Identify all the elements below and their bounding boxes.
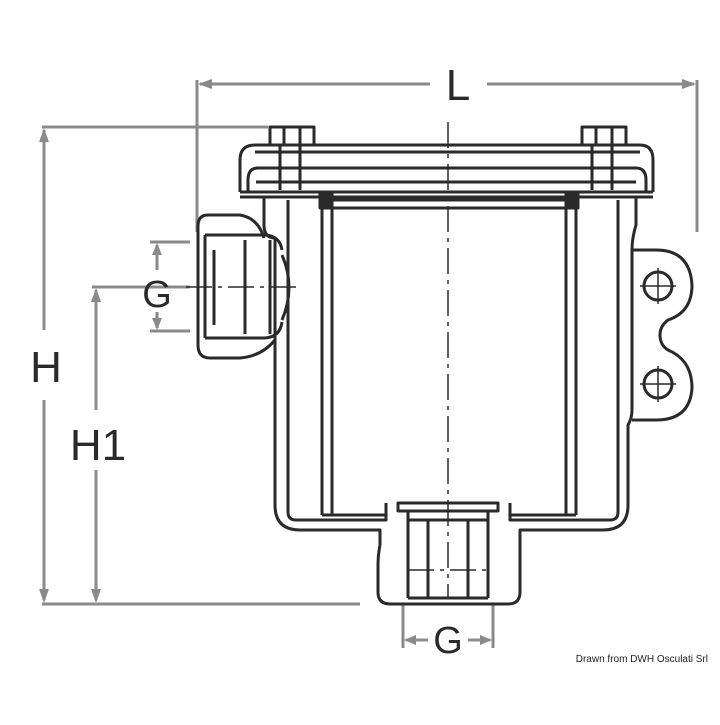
inlet-port-side (196, 213, 291, 360)
filter-basket (320, 198, 578, 517)
dimension-lines (42, 80, 699, 648)
bolt-left (268, 125, 316, 190)
bolt-right (580, 125, 628, 190)
label-height-inlet: H1 (70, 421, 126, 470)
label-thread-side: G (142, 274, 172, 316)
seal-left (318, 190, 334, 210)
housing-outer (262, 197, 638, 545)
credit-text: Drawn from DWH Osculati Srl (575, 654, 708, 665)
housing-inner (286, 200, 620, 522)
mounting-hole-bottom (640, 366, 676, 402)
strainer-body (196, 125, 694, 606)
label-height: H (30, 343, 62, 392)
mounting-bracket (632, 248, 694, 422)
label-thread-bottom: G (433, 620, 463, 662)
seal-right (564, 190, 580, 210)
outlet-port-bottom (376, 501, 522, 606)
mounting-hole-top (640, 268, 676, 304)
cover (238, 143, 655, 199)
label-length: L (446, 61, 470, 110)
dimension-arrowheads (39, 79, 696, 645)
